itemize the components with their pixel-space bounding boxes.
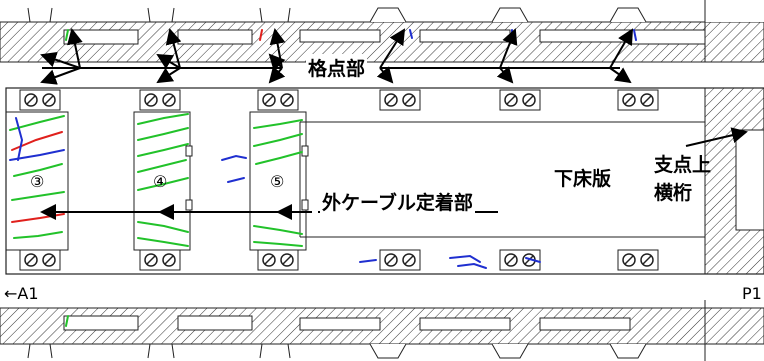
segment-5-label: ⑤ (270, 172, 285, 191)
main-slab (5, 87, 764, 275)
support-p1-label: P1 (742, 284, 762, 303)
lattice-point-arrows (40, 28, 634, 85)
crack-line (221, 154, 247, 161)
crack-line (137, 127, 189, 141)
crack-line (253, 241, 303, 247)
crack-line (457, 262, 487, 269)
crack-line (359, 259, 377, 263)
bottom-web-strip (0, 300, 764, 361)
crack-line (525, 257, 541, 263)
segment-4-label: ④ (153, 172, 168, 191)
crack-line (227, 177, 245, 183)
crack-line (409, 29, 413, 39)
crack-line (253, 119, 303, 129)
segment-3-label: ③ (30, 172, 45, 191)
coupler-blocks (19, 89, 659, 271)
crack-line (137, 159, 187, 173)
crack-line (65, 315, 69, 327)
crack-line (137, 143, 189, 157)
crack-line (137, 113, 189, 125)
crack-line (449, 254, 481, 263)
bottom-slab-label: 下床版 (554, 168, 612, 190)
crack-line (11, 191, 65, 201)
crack-line (13, 231, 63, 239)
crack-line (13, 163, 63, 177)
crack-line (9, 115, 65, 131)
crack-line (15, 117, 24, 161)
crack-lines (9, 29, 637, 327)
top-ticks (27, 7, 291, 23)
crack-line (9, 149, 65, 161)
crack-line (253, 225, 303, 235)
external-cable-anchorage-label: 外ケーブル定着部 (320, 188, 475, 215)
crack-line (137, 221, 189, 233)
crack-line (259, 29, 263, 41)
lattice-points-label: 格点部 (306, 54, 368, 81)
support-cross-beam-label-line1: 支点上 (654, 154, 712, 176)
crack-line (137, 177, 189, 191)
support-a1-label: ←A1 (4, 284, 39, 303)
crack-line (137, 237, 189, 247)
crack-line (253, 133, 303, 147)
support-beam-arrow (685, 127, 748, 147)
support-cross-beam-label-line2: 横桁 (654, 182, 693, 204)
crack-line (633, 29, 637, 41)
crack-line (255, 151, 303, 165)
top-web-strip (0, 0, 764, 63)
